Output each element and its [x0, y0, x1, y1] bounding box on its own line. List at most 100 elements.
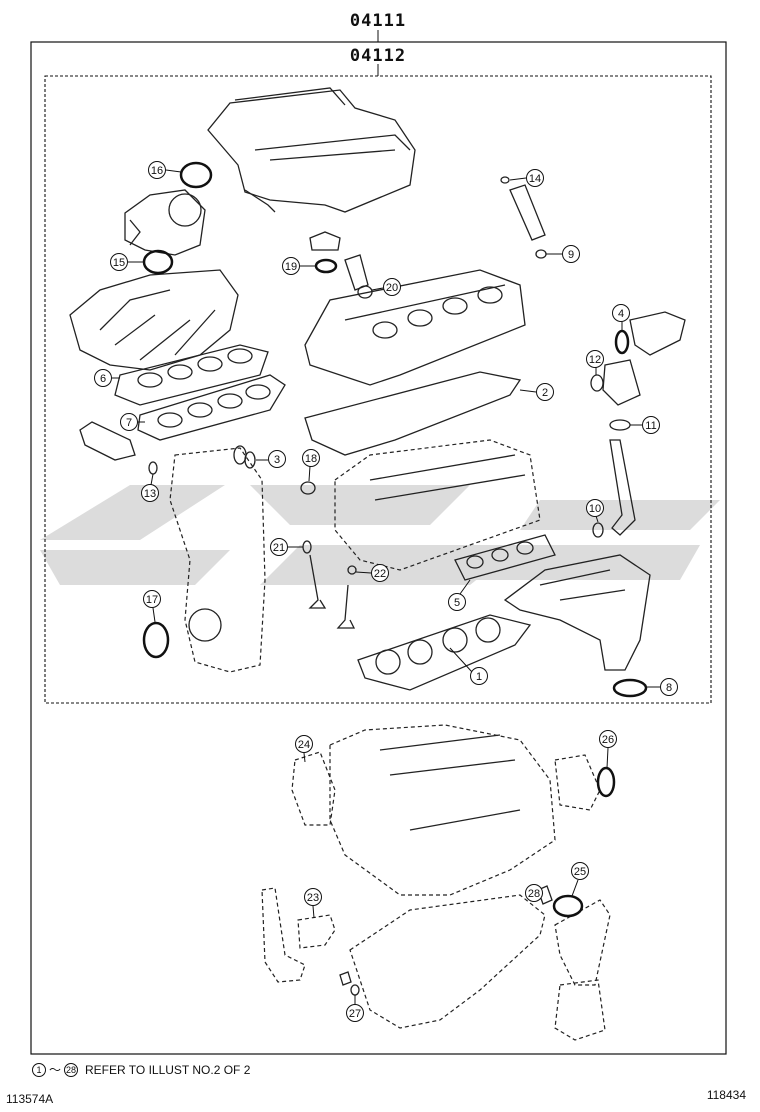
callout-24[interactable]: 24 [295, 735, 313, 763]
cylinder-head [334, 439, 541, 571]
svg-text:12: 12 [589, 354, 601, 366]
oil-seal-17 [142, 621, 170, 659]
gasket-14 [500, 176, 510, 184]
callout-20[interactable]: 20 [371, 278, 401, 296]
footnote-text: REFER TO ILLUST NO.2 OF 2 [85, 1062, 251, 1077]
svg-text:6: 6 [100, 373, 106, 385]
gasket-20 [357, 285, 373, 299]
svg-text:21: 21 [273, 542, 285, 554]
callout-18[interactable]: 18 [302, 449, 320, 482]
cylinder-block [329, 724, 556, 896]
svg-text:23: 23 [307, 892, 319, 904]
svg-text:9: 9 [568, 249, 574, 261]
footnote-start-callout: 1 [32, 1062, 46, 1077]
footnote-tilde: ～ [49, 1063, 62, 1077]
intake-surge-tank [207, 87, 416, 213]
svg-text:13: 13 [144, 488, 156, 500]
illustration-id: 113574A [6, 1092, 54, 1106]
svg-text:17: 17 [146, 594, 158, 606]
svg-text:18: 18 [305, 453, 317, 465]
o-ring-15 [142, 249, 174, 275]
oil-cooler-pipe-28 [537, 885, 553, 905]
oil-strainer-pipe [261, 887, 306, 983]
callout-22[interactable]: 22 [355, 564, 389, 582]
callout-21[interactable]: 21 [270, 538, 304, 556]
o-ring-16 [179, 161, 213, 189]
svg-text:7: 7 [126, 417, 132, 429]
callout-17[interactable]: 17 [143, 590, 161, 623]
svg-text:25: 25 [574, 866, 586, 878]
oil-filter-bracket [554, 899, 611, 986]
callout-10[interactable]: 10 [586, 499, 604, 523]
gasket-8 [612, 678, 648, 698]
svg-text:15: 15 [113, 257, 125, 269]
svg-text:1: 1 [476, 671, 482, 683]
oil-seal-26 [596, 766, 616, 798]
intake-manifold [69, 269, 239, 371]
svg-text:28: 28 [528, 888, 540, 900]
o-ring-4 [614, 329, 630, 355]
gasket-9 [535, 249, 547, 259]
svg-text:3: 3 [274, 454, 280, 466]
throttle-body [124, 189, 206, 256]
subassembly-code: 04112 [350, 46, 406, 66]
cylinder-head-cover [304, 269, 526, 386]
callout-3[interactable]: 3 [256, 450, 286, 468]
callout-4[interactable]: 4 [612, 304, 630, 331]
exhaust-valve [336, 584, 356, 629]
svg-text:26: 26 [602, 734, 614, 746]
oil-filter [554, 979, 606, 1041]
svg-text:4: 4 [618, 308, 624, 320]
svg-text:27: 27 [349, 1008, 361, 1020]
callout-15[interactable]: 15 [110, 253, 144, 271]
svg-text:10: 10 [589, 503, 601, 515]
intake-valve [308, 554, 327, 609]
callout-7[interactable]: 7 [120, 413, 146, 431]
water-inlet-pipe [609, 439, 636, 536]
water-outlet [629, 311, 686, 356]
water-pump-plate [554, 754, 601, 811]
svg-text:8: 8 [666, 682, 672, 694]
gasket-3-b [244, 451, 256, 469]
callout-2[interactable]: 2 [519, 383, 554, 401]
callout-9[interactable]: 9 [546, 245, 580, 263]
callout-28[interactable]: 28 [525, 884, 544, 902]
callout-26[interactable]: 26 [599, 730, 617, 769]
pcv-valve [344, 254, 369, 291]
head-cover-gasket [304, 371, 522, 456]
timing-chain-cover [169, 447, 266, 673]
rear-oil-seal-retainer [291, 751, 336, 826]
callout-19[interactable]: 19 [282, 257, 317, 275]
callout-6[interactable]: 6 [94, 369, 121, 387]
svg-text:24: 24 [298, 739, 310, 751]
svg-text:22: 22 [374, 568, 386, 580]
exhaust-manifold [503, 554, 651, 671]
callout-13[interactable]: 13 [141, 473, 159, 502]
gasket-10 [592, 522, 604, 538]
callout-27[interactable]: 27 [346, 995, 364, 1022]
oil-pan [349, 894, 546, 1029]
callout-25[interactable]: 25 [571, 862, 589, 897]
callout-1[interactable]: 1 [449, 647, 488, 685]
svg-text:20: 20 [386, 282, 398, 294]
svg-text:19: 19 [285, 261, 297, 273]
seal-22 [347, 565, 357, 575]
callout-16[interactable]: 16 [148, 161, 182, 179]
gasket-13 [148, 461, 158, 475]
assembly-code: 04111 [350, 11, 406, 31]
oil-strainer-gasket [297, 914, 336, 949]
callout-23[interactable]: 23 [304, 888, 322, 919]
thermostat-housing [602, 359, 641, 406]
callout-8[interactable]: 8 [646, 678, 678, 696]
callout-12[interactable]: 12 [586, 350, 604, 376]
page-id: 118434 [706, 1088, 746, 1102]
callout-5[interactable]: 5 [448, 579, 471, 611]
assembly-frame [30, 41, 727, 1055]
callouts: 1 2 3 4 5 6 7 8 9 10 11 12 13 14 15 16 1… [94, 161, 678, 1022]
exhaust-manifold-gasket [454, 534, 556, 581]
callout-11[interactable]: 11 [630, 416, 660, 434]
cylinder-head-gasket [357, 614, 532, 691]
o-ring-19 [314, 258, 338, 274]
callout-14[interactable]: 14 [509, 169, 544, 187]
